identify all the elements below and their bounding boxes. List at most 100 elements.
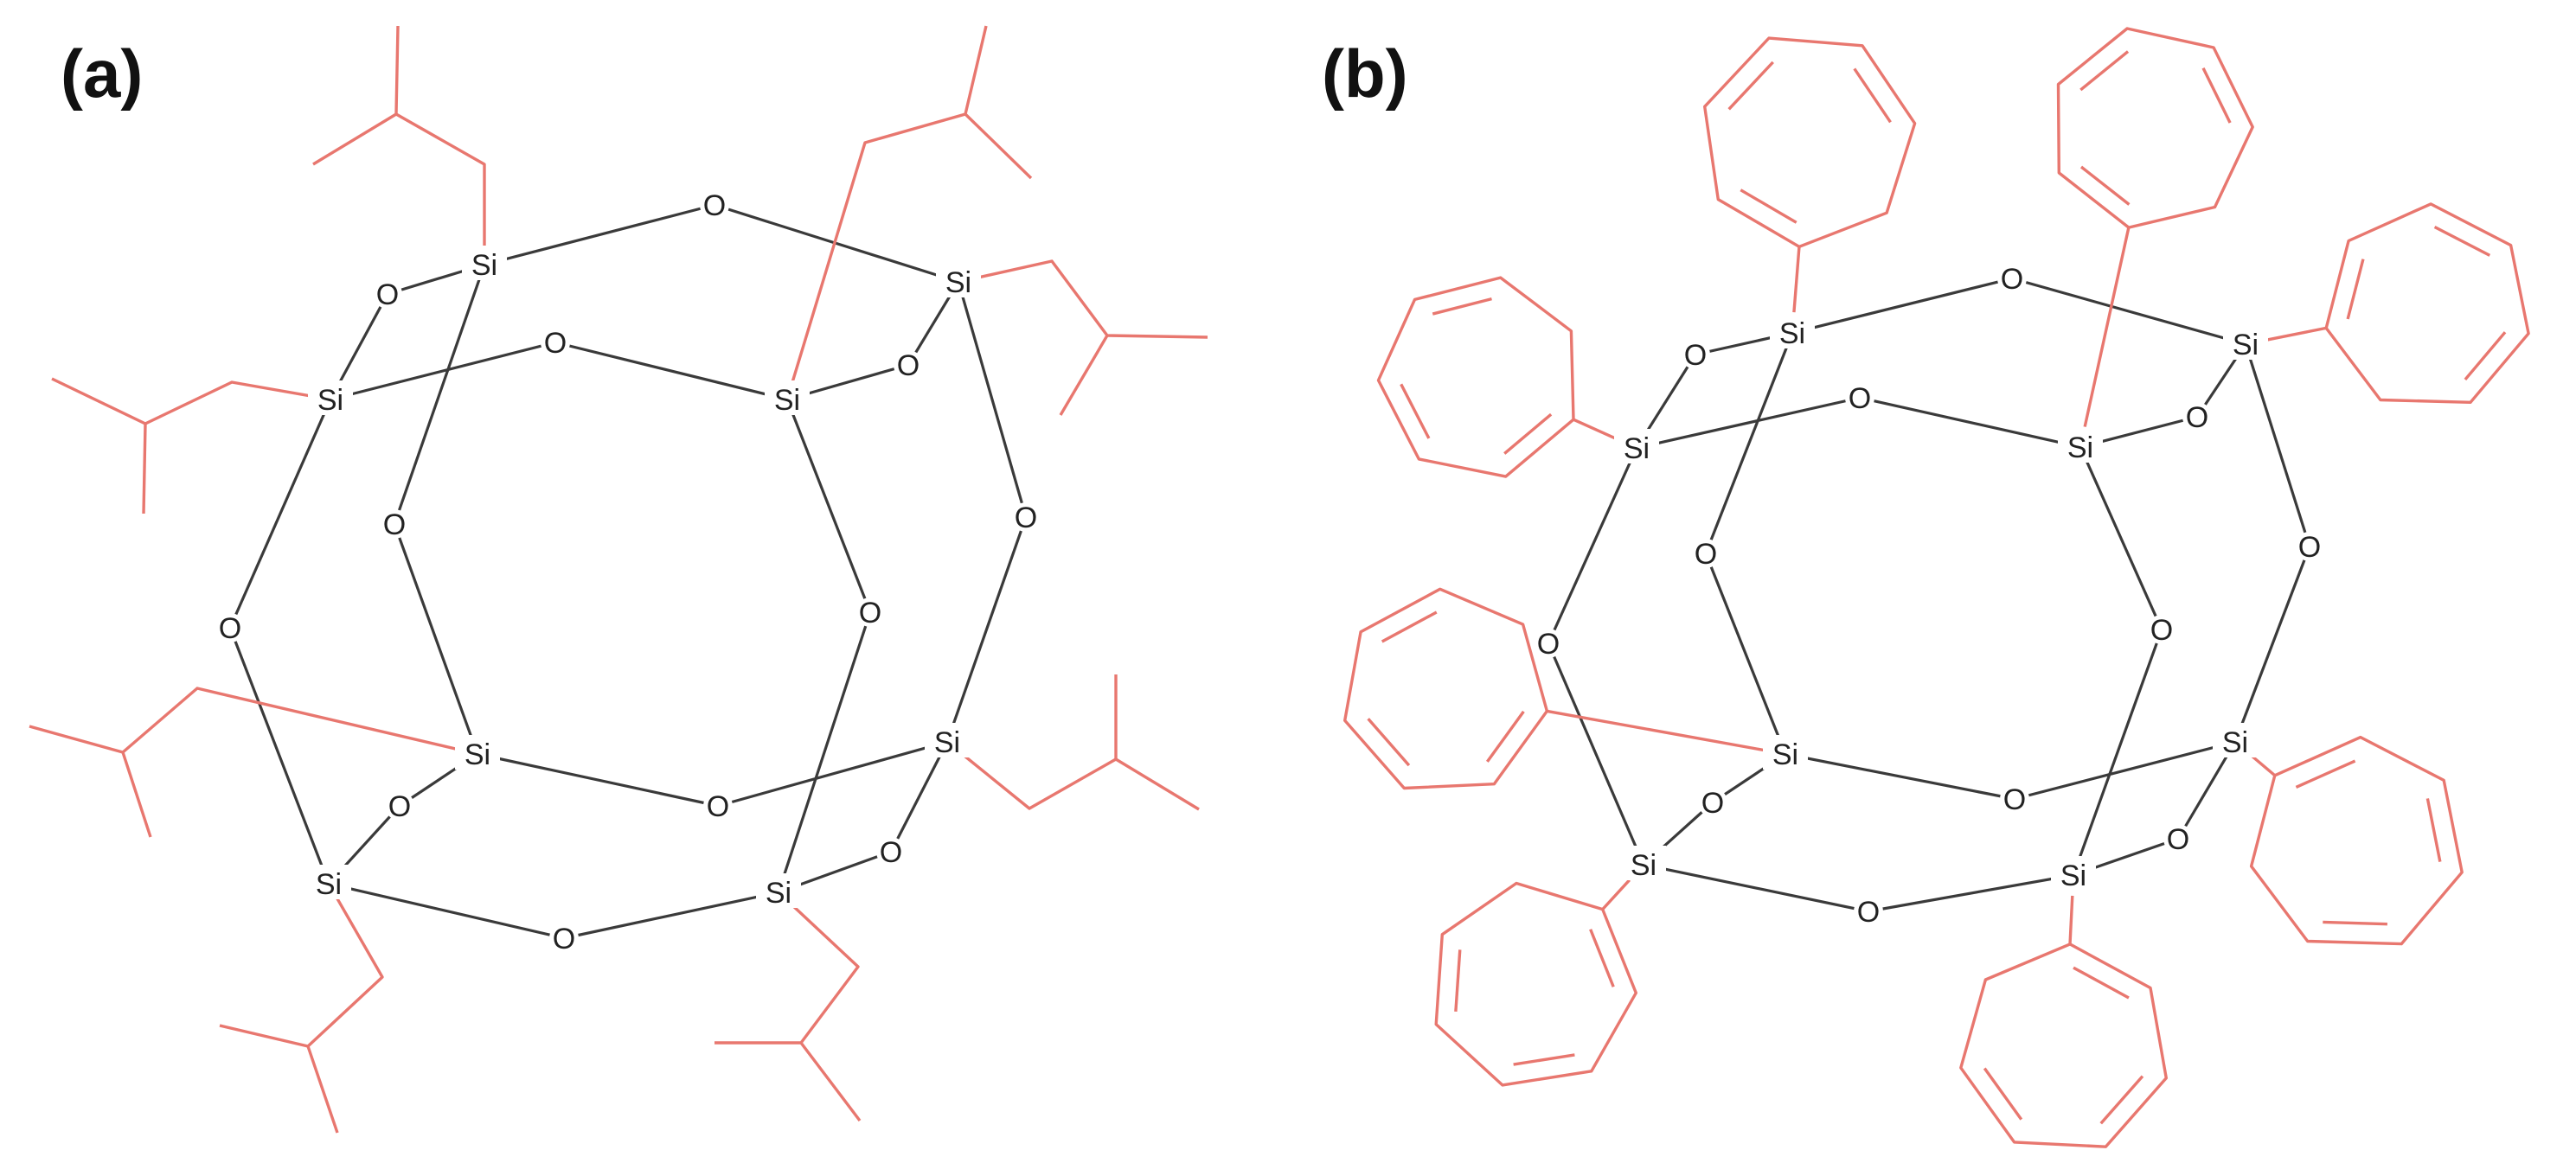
- si-ring-bond: [2265, 326, 2327, 342]
- isobutyl-methyl-branch: [142, 423, 147, 514]
- atom-mask: [1621, 846, 1666, 880]
- panel-label-b: (b): [1322, 35, 1408, 112]
- isobutyl-methyl-branch: [799, 1041, 862, 1122]
- oxygen-atom-label: O: [897, 349, 920, 382]
- si-o-bond: [484, 203, 715, 266]
- atom-mask: [894, 350, 923, 380]
- si-o-bond: [714, 203, 959, 284]
- isobutyl-methyl-branch: [306, 1045, 339, 1134]
- si-o-bond: [228, 399, 332, 629]
- oxygen-atom-label: O: [388, 790, 411, 823]
- si-o-bond: [1636, 396, 1861, 450]
- isobutyl-chain: [945, 740, 1200, 811]
- atom-mask: [215, 613, 245, 642]
- isobutyl-chain: [219, 883, 384, 1048]
- ring-double-bond: [1381, 610, 1438, 643]
- atom-mask: [549, 923, 579, 953]
- atom-mask: [1011, 502, 1041, 532]
- isobutyl-chain: [51, 377, 331, 425]
- silicon-atom-label: Si: [774, 384, 800, 417]
- atom-mask: [855, 597, 885, 627]
- ring-double-bond: [1513, 1053, 1575, 1066]
- atom-mask: [2223, 325, 2268, 360]
- ring-double-bond: [2079, 165, 2131, 206]
- atom-mask: [936, 263, 981, 297]
- ring-double-bond: [1740, 189, 1797, 224]
- oxygen-atom-label: O: [1695, 538, 1717, 571]
- si-o-bond: [2233, 546, 2311, 743]
- silicon-atom-label: Si: [1779, 317, 1805, 350]
- oxygen-atom-label: O: [553, 923, 575, 955]
- silicon-atom-label: Si: [1624, 432, 1650, 465]
- si-o-bond: [477, 752, 719, 808]
- si-o-bond: [1547, 447, 1638, 644]
- si-o-bond: [554, 341, 788, 401]
- ring-double-bond: [1727, 61, 1774, 111]
- atom-mask: [2058, 428, 2103, 463]
- silicon-atom-label: Si: [2067, 431, 2093, 464]
- si-o-bond: [2014, 740, 2236, 801]
- ring-double-bond: [1589, 929, 1615, 987]
- si-o-bond: [1547, 642, 1645, 866]
- si-o-bond: [2079, 446, 2163, 630]
- atom-mask: [2163, 824, 2193, 853]
- silicon-atom-label: Si: [934, 726, 960, 759]
- si-o-bond: [777, 611, 872, 893]
- silicon-atom-label: Si: [2222, 726, 2248, 759]
- atom-mask: [1698, 788, 1727, 817]
- si-ring-bond: [2083, 227, 2131, 427]
- silicon-atom-label: Si: [766, 877, 791, 910]
- atom-mask: [1770, 314, 1815, 348]
- seven-membered-ring: [1702, 36, 1917, 248]
- si-ring-bond: [1547, 709, 1765, 752]
- isobutyl-chain: [958, 259, 1208, 339]
- atom-mask: [1614, 429, 1659, 463]
- atom-mask: [756, 873, 801, 908]
- silicon-atom-label: Si: [1772, 738, 1798, 771]
- oxygen-atom-label: O: [2150, 614, 2173, 647]
- si-o-bond: [563, 891, 779, 940]
- ring-double-bond: [1983, 1067, 2023, 1121]
- atom-mask: [462, 246, 507, 280]
- si-o-bond: [785, 399, 872, 613]
- atom-mask: [1997, 264, 2027, 293]
- oxygen-atom-label: O: [2003, 783, 2026, 816]
- seven-membered-ring: [2056, 27, 2254, 229]
- si-o-bond: [1791, 277, 2013, 335]
- atom-mask: [385, 791, 414, 821]
- atom-mask: [876, 837, 906, 866]
- seven-membered-ring: [2324, 202, 2530, 404]
- oxygen-atom-label: O: [703, 189, 726, 222]
- oxygen-atom-label: O: [1684, 339, 1707, 372]
- oxygen-atom-label: O: [544, 327, 567, 360]
- ring-double-bond: [2099, 1075, 2144, 1125]
- si-o-bond: [1704, 332, 1794, 554]
- atom-mask: [1845, 383, 1874, 412]
- atom-mask: [2147, 615, 2176, 644]
- si-o-bond: [1704, 553, 1787, 755]
- si-ring-bond: [1573, 418, 1618, 441]
- atom-mask: [1681, 340, 1710, 369]
- silicon-atom-label: Si: [945, 266, 971, 299]
- oxygen-atom-label: O: [1857, 896, 1880, 929]
- si-o-bond: [2072, 629, 2163, 876]
- atom-mask: [2182, 402, 2212, 431]
- seven-membered-ring: [1434, 881, 1638, 1087]
- atom-mask: [380, 509, 409, 539]
- panel-a-substituents: [29, 25, 1208, 1134]
- atom-mask: [2295, 532, 2324, 561]
- si-o-bond: [1859, 396, 2081, 449]
- ring-double-bond: [1454, 949, 1462, 1012]
- oxygen-atom-label: O: [2001, 263, 2023, 296]
- isobutyl-chain: [394, 25, 486, 265]
- atom-mask: [308, 380, 353, 415]
- oxygen-atom-label: O: [2167, 823, 2189, 856]
- si-o-bond: [1785, 752, 2015, 801]
- isobutyl-chain: [714, 891, 860, 1045]
- si-o-bond: [1868, 873, 2074, 913]
- atom-mask: [2213, 723, 2258, 757]
- oxygen-atom-label: O: [219, 612, 241, 645]
- si-ring-bond: [1792, 246, 1801, 313]
